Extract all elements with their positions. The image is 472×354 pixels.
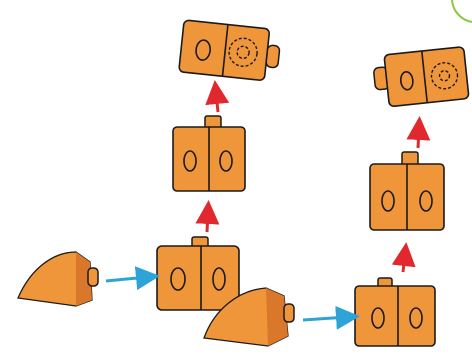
cube-icon [178, 19, 281, 81]
blue-arrow-right-icon [302, 305, 360, 330]
cube-icon [369, 151, 445, 231]
cube-icon [172, 115, 246, 192]
cube-icon [373, 46, 470, 108]
red-arrow-up-icon [195, 200, 220, 233]
wedge-icon [203, 287, 295, 347]
cube-icon [156, 236, 240, 311]
red-arrow-up-icon [406, 116, 431, 149]
corner-badge [451, 0, 472, 23]
wedge-icon [17, 251, 99, 307]
red-arrow-up-icon [391, 242, 416, 273]
red-arrow-up-icon [205, 80, 230, 113]
cube-icon [354, 277, 436, 347]
blue-arrow-right-icon [105, 266, 160, 291]
